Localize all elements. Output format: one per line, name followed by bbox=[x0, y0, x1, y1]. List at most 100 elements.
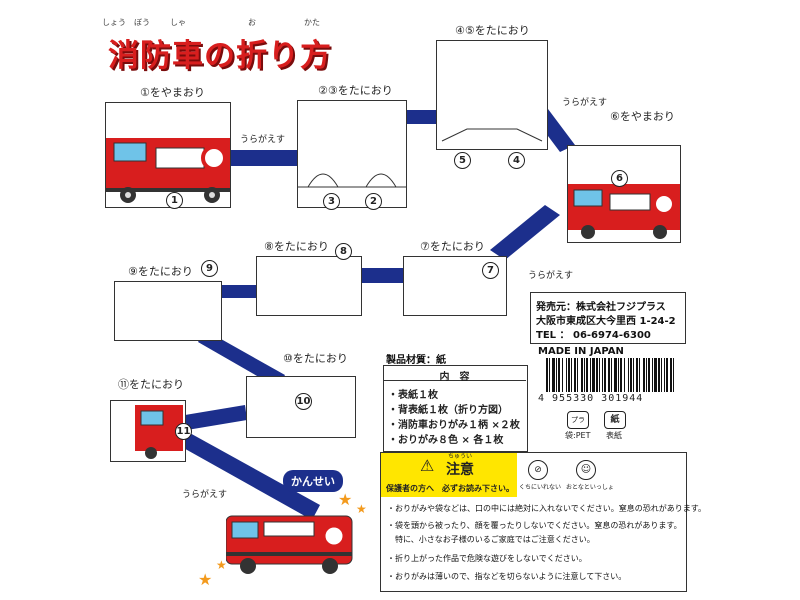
barcode-bar bbox=[646, 358, 647, 392]
star-icon: ★ bbox=[216, 558, 227, 572]
no-mouth-label: くちにいれない bbox=[519, 484, 562, 491]
barcode-bars bbox=[546, 358, 674, 392]
step-8-paper bbox=[256, 256, 362, 316]
barcode-bar bbox=[643, 358, 645, 392]
contents-item: ・消防車おりがみ１柄 ×２枚 bbox=[388, 420, 520, 431]
barcode-bar bbox=[652, 358, 653, 392]
barcode-bar bbox=[620, 358, 622, 392]
seller-box bbox=[530, 292, 686, 344]
barcode-bar bbox=[586, 358, 588, 392]
flip-label-1: うらがえす bbox=[240, 135, 286, 145]
caution-line: ・おりがみや袋などは、口の中には絶対に入れないでください。窒息の恐れがあります。 bbox=[387, 504, 706, 513]
caution-subtitle: 保護者の方へ 必ずお読み下さい。 bbox=[386, 484, 514, 493]
barcode-bar bbox=[577, 358, 578, 392]
contents-header-row: 内 容 bbox=[383, 365, 526, 383]
barcode-bar bbox=[628, 358, 629, 392]
adult-supervision-icon: ☺ bbox=[576, 460, 596, 480]
barcode-bar bbox=[558, 358, 560, 392]
barcode-bar bbox=[670, 358, 672, 392]
barcode-bar bbox=[574, 358, 576, 392]
barcode-bar bbox=[566, 358, 567, 392]
caution-line: ・おりがみは薄いので、指などを切らないように注意して下さい。 bbox=[387, 572, 627, 581]
warning-icon: ⚠ bbox=[420, 456, 435, 475]
barcode-bar bbox=[658, 358, 660, 392]
contents-header: 内 容 bbox=[439, 372, 470, 383]
contents-item: ・おりがみ８色 × 各１枚 bbox=[388, 435, 504, 446]
barcode-bar bbox=[608, 358, 610, 392]
no-mouth-icon: ⊘ bbox=[528, 460, 548, 480]
barcode-bar bbox=[581, 358, 583, 392]
title-ruby-4: お bbox=[248, 18, 256, 27]
flip-label-3: うらがえす bbox=[528, 271, 574, 281]
completed-badge: かんせい bbox=[283, 470, 343, 492]
barcode-bar bbox=[664, 358, 665, 392]
step-5-number: 5 bbox=[454, 152, 471, 169]
step-7-number: 7 bbox=[482, 262, 499, 279]
barcode-bar bbox=[599, 358, 600, 392]
barcode-bar bbox=[618, 358, 619, 392]
fold-lines bbox=[298, 173, 406, 188]
barcode-bar bbox=[602, 358, 603, 392]
seller-tel: TEL ： 06-6974-6300 bbox=[536, 330, 651, 341]
caution-box bbox=[380, 452, 687, 592]
barcode-bar bbox=[556, 358, 557, 392]
step-6-number: 6 bbox=[611, 170, 628, 187]
barcode-bar bbox=[630, 358, 632, 392]
caution-header bbox=[381, 453, 517, 497]
recycle-paper-icon: 紙 bbox=[604, 411, 626, 429]
fire-truck-illustration bbox=[135, 405, 183, 459]
caution-line: 特に、小さなお子様のいるご家庭ではご注意ください。 bbox=[387, 535, 595, 544]
completed-truck bbox=[225, 508, 356, 580]
fire-truck-illustration bbox=[568, 184, 680, 239]
step-7-label: ⑦をたにおり bbox=[420, 240, 485, 253]
barcode-bar bbox=[571, 358, 572, 392]
recycle-bag-label: 袋:PET bbox=[565, 431, 591, 440]
step-9-label: ⑨をたにおり bbox=[128, 265, 193, 278]
barcode-bar bbox=[596, 358, 598, 392]
title-text: 消防車の折り方 bbox=[108, 38, 332, 74]
fire-truck-illustration bbox=[106, 138, 230, 203]
star-icon: ★ bbox=[356, 502, 367, 516]
step-45-label: ④⑤をたにおり bbox=[455, 24, 530, 37]
step-8-number: 8 bbox=[335, 243, 352, 260]
step-3-number: 3 bbox=[323, 193, 340, 210]
barcode-bar bbox=[552, 358, 555, 392]
step-9-paper bbox=[114, 281, 222, 341]
contents-box bbox=[383, 365, 528, 452]
barcode-bar bbox=[590, 358, 591, 392]
material-label: 製品材質：紙 bbox=[386, 355, 446, 366]
title-ruby-3: しゃ bbox=[170, 18, 186, 27]
barcode-bar bbox=[584, 358, 585, 392]
step-9-number: 9 bbox=[201, 260, 218, 277]
barcode-bar bbox=[624, 358, 625, 392]
barcode-number: 4 955330 301944 bbox=[538, 393, 644, 404]
step-4-number: 4 bbox=[508, 152, 525, 169]
barcode-bar bbox=[592, 358, 595, 392]
barcode-bar bbox=[546, 358, 548, 392]
flip-label-4: うらがえす bbox=[182, 490, 228, 500]
recycle-pla-icon: プラ bbox=[567, 411, 589, 429]
adult-supervision-label: おとなといっしょ bbox=[566, 484, 614, 491]
caution-title: 注意 bbox=[446, 462, 474, 478]
title-ruby-2: ぼう bbox=[134, 18, 150, 27]
barcode bbox=[546, 358, 678, 398]
barcode-bar bbox=[639, 358, 640, 392]
caution-line: ・袋を頭から被ったり、顔を覆ったりしないでください。窒息の恐れがあります。 bbox=[387, 521, 682, 530]
barcode-bar bbox=[648, 358, 650, 392]
star-icon: ★ bbox=[338, 490, 353, 509]
step-23-paper bbox=[297, 100, 407, 208]
step-2-number: 2 bbox=[365, 193, 382, 210]
step-10-label: ⑩をたにおり bbox=[283, 352, 348, 365]
barcode-bar bbox=[633, 358, 634, 392]
step-1-paper bbox=[105, 102, 231, 208]
barcode-bar bbox=[661, 358, 662, 392]
barcode-bar bbox=[611, 358, 612, 392]
barcode-bar bbox=[673, 358, 674, 392]
step-11-number: 11 bbox=[175, 423, 192, 440]
step-6-label: ⑥をやまおり bbox=[610, 110, 675, 123]
title-ruby-1: しょう bbox=[102, 18, 126, 27]
barcode-bar bbox=[562, 358, 563, 392]
step-45-paper bbox=[436, 40, 548, 150]
barcode-bar bbox=[666, 358, 668, 392]
